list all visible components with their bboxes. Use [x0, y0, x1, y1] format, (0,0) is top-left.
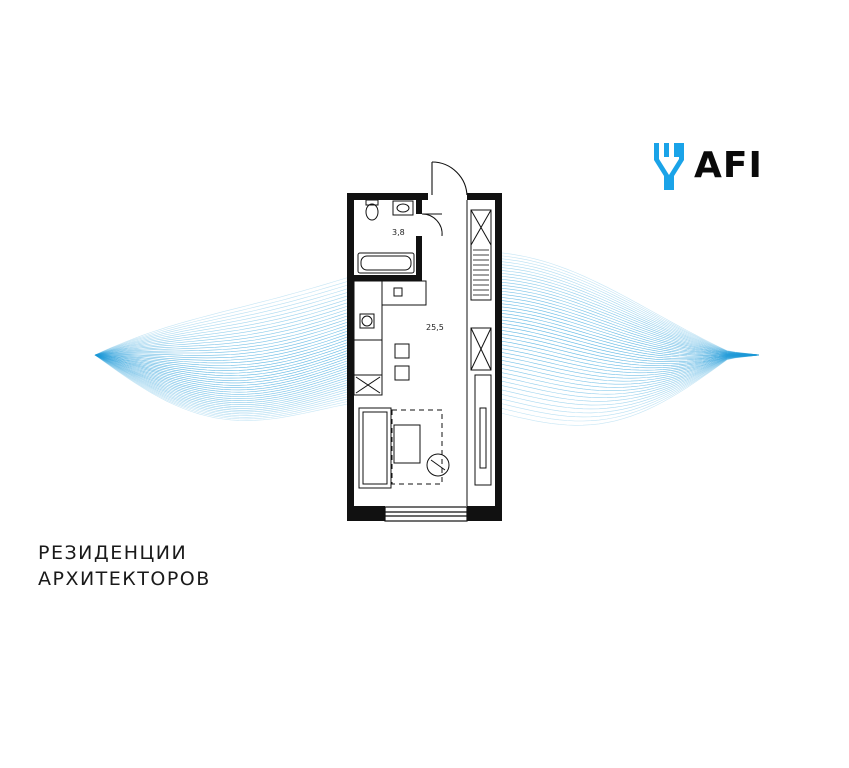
bathroom-door	[421, 213, 443, 237]
window	[384, 506, 468, 522]
logo-text: AFI	[694, 145, 763, 186]
floor-plan: 3,8 25,5	[347, 161, 502, 522]
wardrobe	[470, 209, 492, 371]
afi-logo: AFI	[690, 148, 763, 184]
caption-line-2: АРХИТЕКТОРОВ	[38, 568, 211, 590]
kitchen	[353, 280, 427, 396]
project-caption: РЕЗИДЕНЦИИ АРХИТЕКТОРОВ	[38, 540, 211, 592]
living-area	[358, 374, 492, 489]
entrance-door	[430, 161, 468, 199]
room-area-label: 25,5	[426, 323, 444, 332]
outer-walls	[347, 193, 502, 521]
dining-set	[394, 343, 410, 381]
apartment-interior	[353, 197, 498, 515]
afi-logo-mark-icon	[654, 143, 684, 190]
bathroom-fixtures	[357, 199, 415, 274]
bathroom-area-label: 3,8	[392, 228, 405, 237]
caption-line-1: РЕЗИДЕНЦИИ	[38, 542, 188, 564]
